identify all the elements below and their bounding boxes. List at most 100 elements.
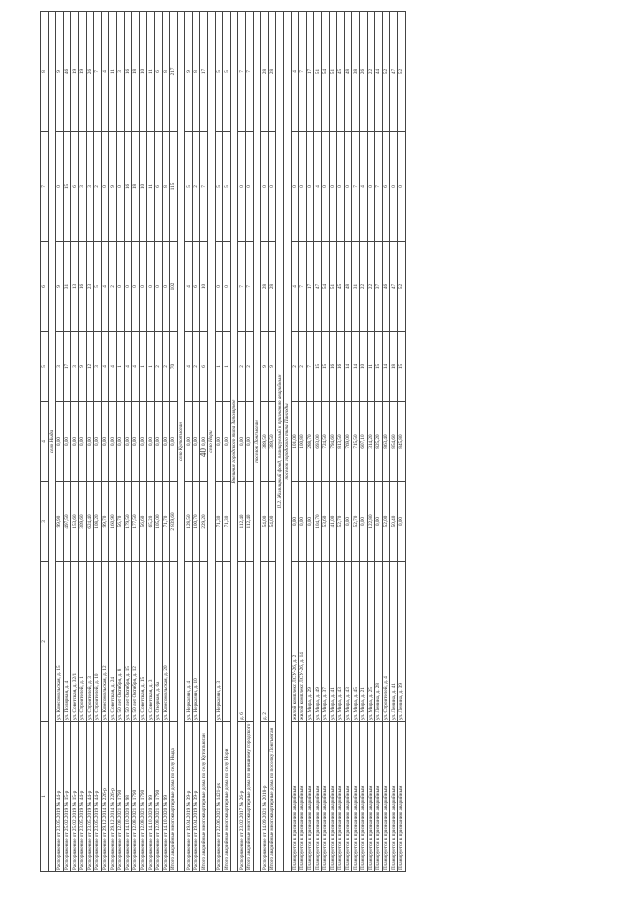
table-cell: Итого аварийные многоквартирные дома по …: [199, 721, 208, 872]
table-cell: д. 2: [260, 561, 269, 722]
table-cell: 54,00: [260, 481, 269, 562]
section-row: поселок Лонгъюган: [253, 11, 261, 872]
table-cell: 0: [101, 131, 109, 242]
table-cell: 11: [146, 11, 155, 132]
table-cell: Распоряжение от 14.10.2020 № 99: [162, 721, 170, 872]
section-title: поселок городского типа Пангоды: [283, 11, 292, 872]
table-cell: 52,70: [351, 481, 360, 562]
table-cell: 3: [116, 11, 125, 132]
table-cell: 854,60: [389, 401, 398, 482]
table-cell: 9: [184, 11, 193, 132]
table-cell: 7: [245, 241, 254, 332]
table-cell: 7: [374, 131, 383, 242]
table-cell: ул. Ленина, д. 39: [397, 561, 405, 722]
table-cell: 0,00: [359, 481, 368, 562]
table-cell: Распоряжение от 19.04.2019 № 39-р: [192, 721, 200, 872]
header-cell: 5: [40, 331, 49, 402]
table-cell: 13: [70, 241, 79, 332]
table-cell: 45: [336, 241, 345, 332]
table-cell: ул. Неркалян, д. 4: [184, 561, 193, 722]
table-cell: 6: [192, 241, 200, 332]
table-cell: 4: [131, 331, 140, 402]
header-cell: 4: [40, 401, 49, 482]
table-cell: 38: [351, 11, 360, 132]
table-cell: ул. Советская, д. 32/1: [70, 561, 79, 722]
table-cell: 0: [389, 131, 398, 242]
table-cell: 794,60: [329, 401, 337, 482]
total-row: Итого аварийные многоквартирные дома по …: [222, 11, 231, 872]
table-cell: [245, 561, 254, 722]
table-cell: 217: [169, 11, 178, 132]
table-cell: 4: [291, 11, 299, 132]
table-cell: 16: [329, 331, 337, 402]
table-cell: 389,50: [268, 401, 276, 482]
table-cell: Планируется к признанию аварийным: [367, 721, 375, 872]
table-cell: 6: [154, 131, 162, 242]
table-cell: 0,00: [237, 401, 246, 482]
table-cell: 0: [298, 131, 307, 242]
table-cell: 0,00: [162, 401, 170, 482]
table-cell: 5: [215, 131, 223, 242]
table-cell: 0,00: [245, 401, 254, 482]
table-cell: 0,00: [131, 401, 140, 482]
table-cell: 46: [63, 11, 71, 132]
table-cell: 0,00: [116, 401, 125, 482]
table-cell: 47: [389, 11, 398, 132]
table-cell: 51: [313, 11, 322, 132]
table-cell: 2: [162, 331, 170, 402]
table-cell: 18: [131, 131, 140, 242]
section-title: поселок Лонгъюган: [253, 11, 261, 872]
table-cell: 3: [55, 331, 64, 402]
table-cell: Распоряжение от 12.08.2021 № 1790: [131, 721, 140, 872]
table-cell: 9: [55, 241, 64, 332]
table-cell: ул. Мира, д. 21: [359, 561, 368, 722]
table-cell: 0: [116, 241, 125, 332]
table-cell: Распоряжение от 12.08.2021 № 1790: [116, 721, 125, 872]
table-cell: 0,00: [192, 401, 200, 482]
table-cell: Планируется к признанию аварийным: [359, 721, 368, 872]
table-cell: 0: [124, 241, 132, 332]
table-cell: 6: [382, 131, 390, 242]
table-cell: Распоряжение от 25.02.2019 № 15-р: [70, 721, 79, 872]
table-cell: 50,40: [389, 481, 398, 562]
table-cell: ул. 50 лет Октября, д. 8: [116, 561, 125, 722]
table-cell: 4: [359, 131, 368, 242]
table-cell: 497,50: [63, 481, 71, 562]
table-cell: 122,80: [367, 481, 375, 562]
table-cell: Распоряжение от 23.05.2019 № 44-р: [55, 721, 64, 872]
table-cell: ул. Советская, д. 3: [146, 561, 155, 722]
table-cell: 15: [397, 331, 405, 402]
table-cell: 3: [86, 131, 94, 242]
table-cell: 15: [374, 331, 383, 402]
table-cell: 314,20: [367, 401, 375, 482]
table-cell: ул. Мира, д. 25: [367, 561, 375, 722]
table-cell: ул. Мира, д. 45: [351, 561, 360, 722]
table-cell: 4: [101, 331, 109, 402]
table-cell: 1: [215, 331, 223, 402]
table-cell: 52: [397, 11, 405, 132]
table-cell: 160,90: [108, 481, 117, 562]
table-cell: 4: [101, 11, 109, 132]
table-cell: ул. Ленина, д. 28: [374, 561, 383, 722]
table-cell: ул. Комсомольская, д. 15: [55, 561, 64, 722]
table-cell: 1: [116, 331, 125, 402]
table-cell: 0: [329, 131, 337, 242]
table-cell: 0: [344, 131, 352, 242]
table-cell: 0: [306, 131, 314, 242]
table-cell: 101,00: [291, 401, 299, 482]
table-cell: 3: [78, 131, 87, 242]
table-cell: Итого аварийные многоквартирные дома по …: [222, 721, 231, 872]
table-cell: 0,00: [154, 401, 162, 482]
table-cell: 0,00: [93, 401, 102, 482]
table-cell: 4: [108, 331, 117, 402]
table-cell: 52: [397, 241, 405, 332]
table-cell: 17: [63, 331, 71, 402]
